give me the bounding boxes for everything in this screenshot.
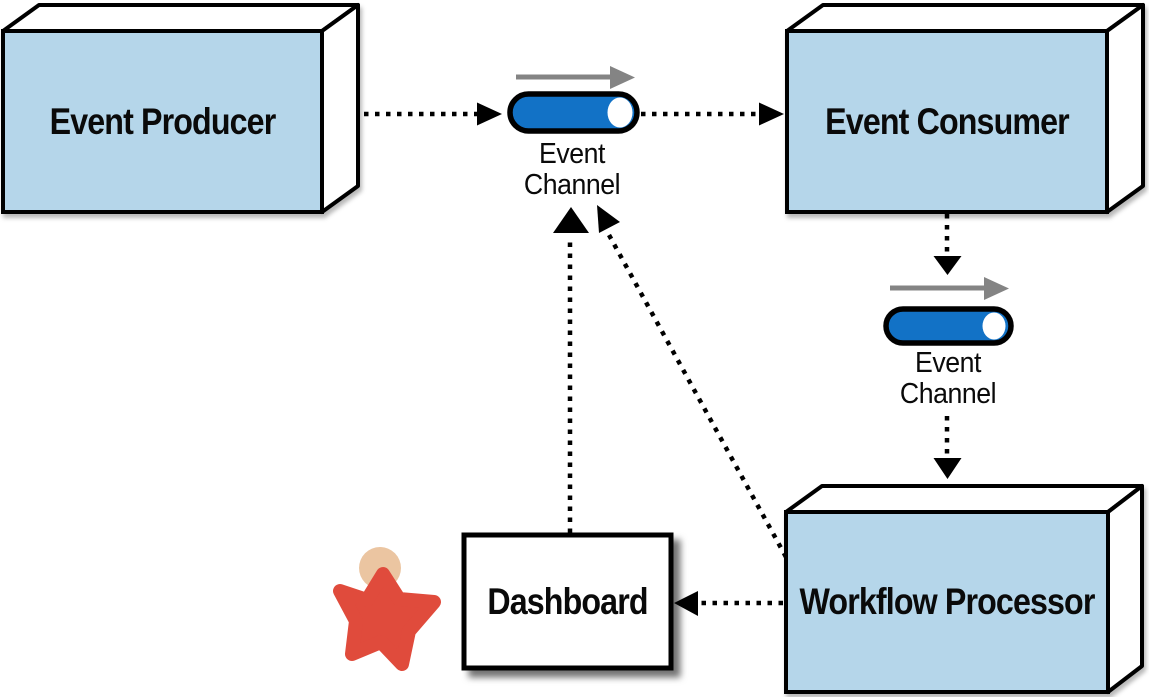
flow-direction-arrow-head [610,66,635,89]
event-consumer-top-face [785,3,1145,33]
event-producer-box [1,3,360,214]
workflow-processor-box [784,484,1144,694]
arrowhead-into-channel-top [477,102,502,126]
event-channel-right-cylinder [883,277,1014,346]
workflow-processor-front-face [784,510,1110,694]
arrowhead-into-dashboard [674,591,698,616]
arrowhead-into-channel-right [933,256,962,275]
dashboard-box [461,532,674,671]
event-producer-top-face [1,3,360,33]
cylinder-cap [607,97,633,128]
workflow-processor-side-face [1106,484,1144,694]
cylinder-body [886,309,1011,343]
arrowhead-dashboard-to-channel [553,207,589,233]
event-consumer-side-face [1105,3,1145,214]
event-producer-front-face [1,29,324,214]
event-consumer-box [785,3,1145,214]
arrowhead-into-processor [933,458,962,479]
event-channel-top-cylinder [507,66,640,134]
flow-direction-arrow-head [984,277,1009,300]
cylinder-cap [982,312,1006,340]
arrowhead-processor-to-channel [597,205,620,233]
edge-processor-to-channel [607,233,788,559]
cylinder-body [510,94,637,131]
event-consumer-front-face [785,29,1109,214]
arrowhead-into-consumer [759,102,784,126]
user-body [333,567,441,671]
user-icon [333,547,441,671]
workflow-processor-top-face [784,484,1144,514]
cylinder-outline [883,306,1014,346]
cylinder-outline [507,91,640,134]
event-producer-side-face [320,3,360,214]
